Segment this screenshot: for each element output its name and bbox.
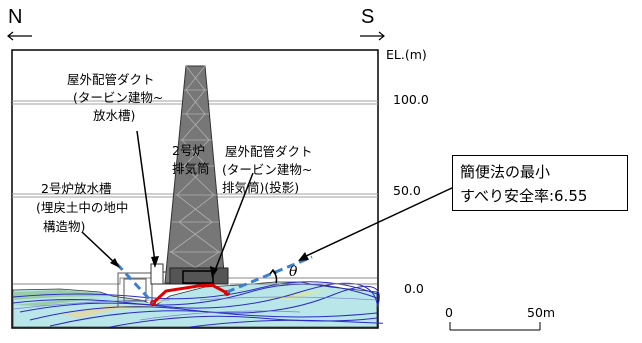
- safety-factor-callout: 簡便法の最小 すべり安全率:6.55: [452, 155, 628, 211]
- stack-label-2: 排気筒: [172, 161, 210, 176]
- scale-zero: 0: [445, 305, 453, 320]
- outfall-tank-label-1: 2号炉放水槽: [41, 181, 112, 196]
- stack-label-1: 2号炉: [172, 143, 205, 158]
- callout-line-1: 簡便法の最小: [460, 163, 551, 181]
- elevation-tick-0: 0.0: [404, 281, 424, 296]
- elevation-tick-100: 100.0: [393, 92, 429, 107]
- elevation-unit: EL.(m): [386, 47, 427, 62]
- elevation-tick-50: 50.0: [393, 183, 421, 198]
- ground-section: [12, 281, 384, 328]
- north-label: N: [8, 6, 23, 28]
- dashed-right: [226, 255, 313, 294]
- duct-outfall-label-1: 屋外配管ダクト: [67, 72, 155, 87]
- leader-arrowheads: [110, 252, 309, 278]
- duct-stack-label-2: (タービン建物~: [222, 162, 313, 177]
- south-arrow: [360, 31, 385, 41]
- duct-stack-label-3: 排気筒)(投影): [222, 180, 300, 195]
- leader-lines: [81, 130, 470, 274]
- ground-surface: [13, 277, 377, 285]
- scale-fifty: 50m: [527, 305, 556, 320]
- angle-arrowhead: [269, 268, 277, 275]
- outfall-tank: [117, 272, 153, 308]
- north-arrow: [7, 31, 32, 41]
- dashed-left: [115, 262, 155, 305]
- scale-bar: [449, 322, 541, 331]
- duct-stack-label-1: 屋外配管ダクト: [225, 144, 313, 159]
- outfall-tank-label-3: 構造物): [43, 219, 86, 234]
- callout-line-2: すべり安全率:6.55: [460, 187, 588, 205]
- outfall-tank-label-2: (埋戻土中の地中: [36, 200, 129, 215]
- angle-theta: θ: [289, 264, 298, 280]
- duct-outfall-label-3: 放水槽): [93, 108, 136, 123]
- stack-duct: [182, 270, 214, 284]
- slip-line: [151, 283, 228, 305]
- south-label: S: [361, 6, 375, 28]
- duct-outfall-label-2: (タービン建物~: [73, 90, 164, 105]
